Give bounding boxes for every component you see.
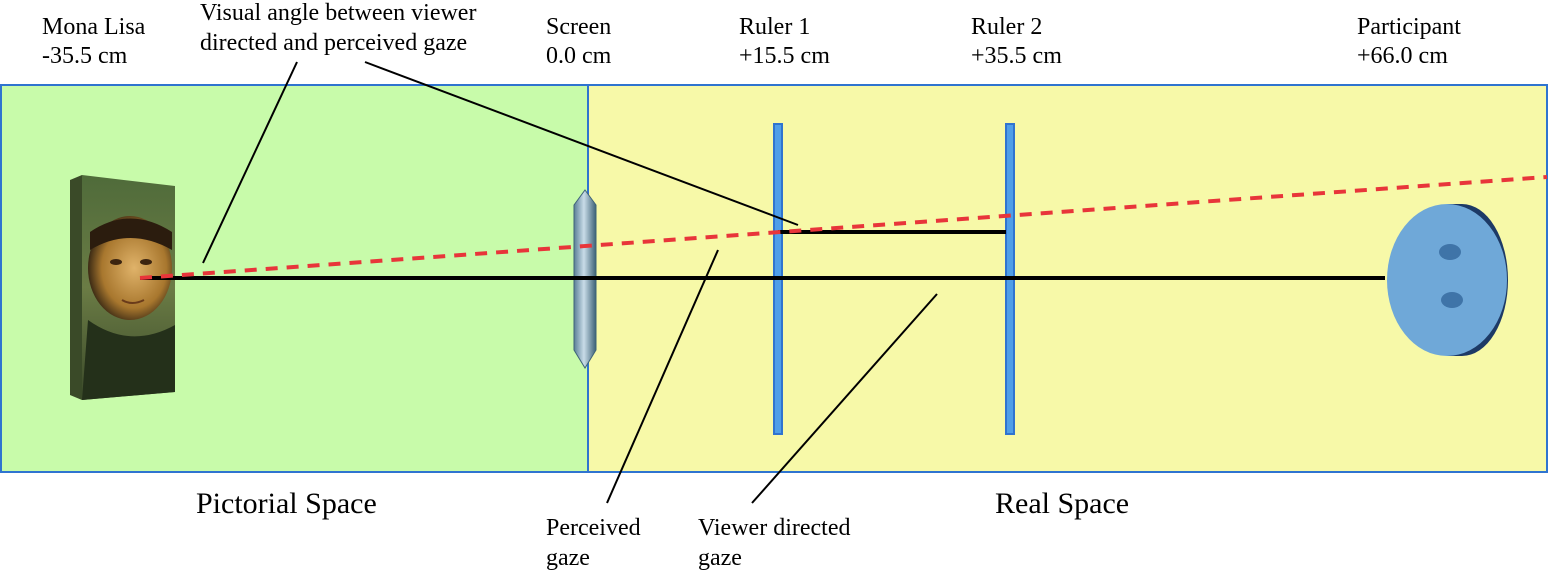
visual-angle-pointer [202, 61, 298, 264]
ruler-2-distance: +35.5 cm [971, 43, 1062, 69]
screen-distance: 0.0 cm [546, 43, 612, 69]
participant-name: Participant [1357, 14, 1461, 40]
screen-name: Screen [546, 14, 612, 40]
pictorial-space-label: Pictorial Space [196, 487, 377, 520]
viewer-directed-gaze-annotation: Viewer directed gaze [698, 515, 851, 571]
perceived-gaze-line [139, 175, 1548, 280]
participant-distance: +66.0 cm [1357, 43, 1448, 69]
perceived-gaze-pointer [606, 249, 719, 504]
visual-angle-annotation: Visual angle between viewer directed and… [200, 0, 477, 56]
ruler-2-name: Ruler 2 [971, 14, 1043, 40]
visual-angle-pointer-2 [364, 61, 799, 226]
mona-lisa-painting [70, 175, 175, 400]
participant-head [1387, 204, 1508, 356]
viewer-gaze-pointer [751, 293, 938, 504]
real-space-label: Real Space [995, 487, 1130, 520]
mona-lisa-distance: -35.5 cm [42, 43, 128, 69]
ruler-1-distance: +15.5 cm [739, 43, 830, 69]
ruler-1-name: Ruler 1 [739, 14, 811, 40]
mona-lisa-name: Mona Lisa [42, 14, 146, 40]
perceived-gaze-annotation: Perceived gaze [546, 515, 641, 571]
